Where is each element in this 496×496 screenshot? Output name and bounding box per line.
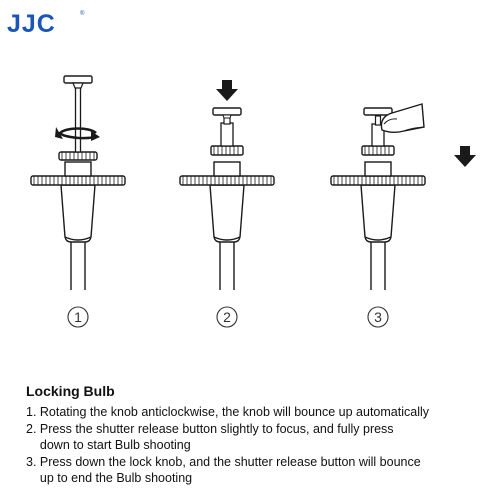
figure-3 [330,103,476,291]
cable-release-diagram: 1 2 3 [30,75,476,328]
logo-text: JJC [7,10,56,38]
figure-1 [30,75,126,291]
rotate-arrow-icon [55,127,100,141]
press-arrow-icon [454,146,476,167]
svg-text:3: 3 [374,309,382,325]
instruction-step-2: 2. Press the shutter release button slig… [26,421,394,453]
instructions-panel: Locking Bulb 1. Rotating the knob anticl… [26,383,496,487]
instruction-step-3: 3. Press down the lock knob, and the shu… [26,454,421,486]
finger-icon [380,103,425,133]
instructions-title: Locking Bulb [26,383,115,399]
instruction-step-1: 1. Rotating the knob anticlockwise, the … [26,405,430,419]
figure-label-3: 3 [367,306,389,328]
svg-text:1: 1 [74,309,82,325]
figure-label-1: 1 [67,306,89,328]
registered-mark: ® [80,11,86,17]
figure-label-2: 2 [216,306,238,328]
svg-text:2: 2 [223,309,231,325]
press-arrow-icon [216,80,238,101]
figure-2 [179,80,275,291]
brand-logo: JJC ® [7,10,84,38]
